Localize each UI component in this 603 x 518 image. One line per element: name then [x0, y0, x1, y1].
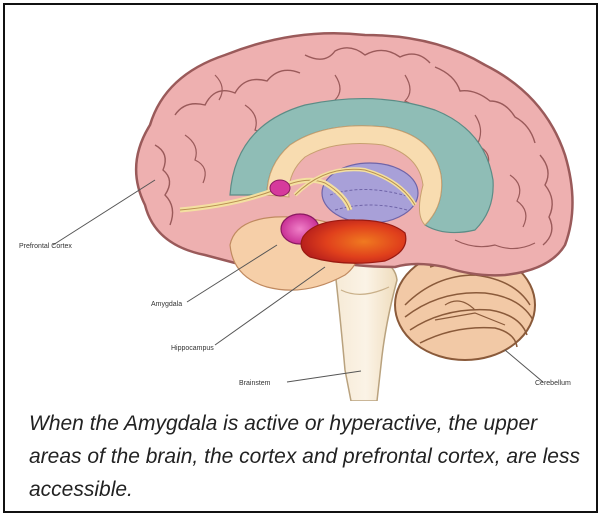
leader-cerebellum	[505, 350, 543, 382]
caption: When the Amygdala is active or hyperacti…	[29, 407, 589, 506]
label-amygdala: Amygdala	[151, 301, 182, 308]
leader-prefrontal	[53, 180, 155, 245]
label-prefrontal-cortex: Prefrontal Cortex	[19, 243, 72, 250]
figure-frame: Prefrontal Cortex Amygdala Hippocampus B…	[3, 3, 598, 513]
hippocampus	[301, 220, 406, 263]
label-cerebellum: Cerebellum	[535, 380, 571, 387]
brainstem	[335, 257, 397, 401]
label-brainstem: Brainstem	[239, 380, 271, 387]
mammillary-body	[270, 180, 290, 196]
brain-illustration	[5, 5, 596, 401]
label-hippocampus: Hippocampus	[171, 345, 214, 352]
